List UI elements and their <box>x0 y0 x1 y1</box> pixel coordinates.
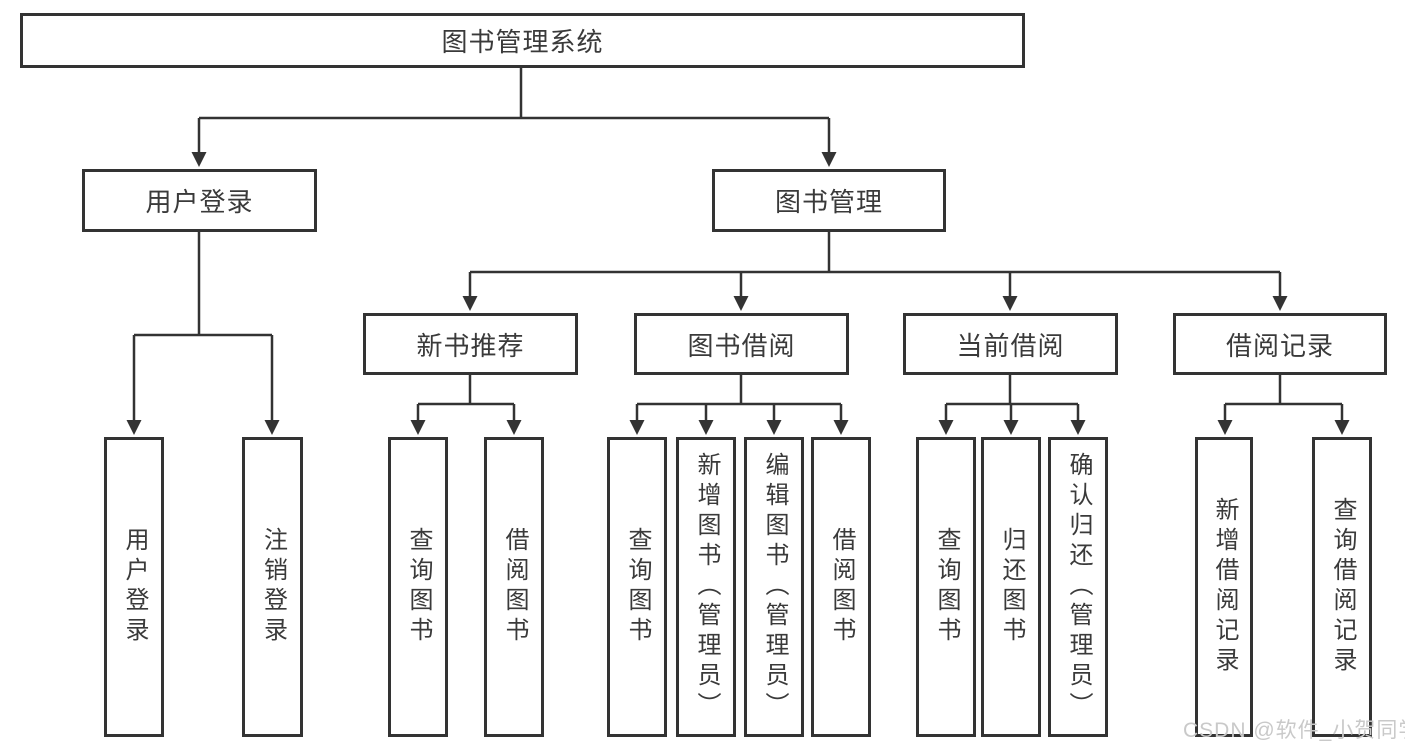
node-borrow-books: 图书借阅 <box>634 313 849 375</box>
leaf-new-books-borrow-label: 借阅图书 <box>501 527 528 647</box>
node-root-label: 图书管理系统 <box>441 27 604 57</box>
leaf-borrow-records-query-label: 查询借阅记录 <box>1329 497 1356 677</box>
leaf-user-login-label: 用户登录 <box>121 527 148 647</box>
node-book-mgmt: 图书管理 <box>712 169 946 232</box>
leaf-user-login: 用户登录 <box>104 437 164 737</box>
leaf-borrow-books-borrow: 借阅图书 <box>811 437 871 737</box>
node-new-books-label: 新书推荐 <box>416 330 525 361</box>
connector-group <box>126 67 1350 435</box>
leaf-new-books-query: 查询图书 <box>388 437 448 737</box>
node-user-login: 用户登录 <box>82 169 317 232</box>
leaf-borrow-books-edit: 编辑图书（管理员） <box>744 437 804 737</box>
node-current-borrow-label: 当前借阅 <box>956 330 1065 361</box>
node-borrow-books-label: 图书借阅 <box>687 330 796 361</box>
leaf-borrow-books-query-label: 查询图书 <box>624 527 651 647</box>
leaf-borrow-books-query: 查询图书 <box>607 437 667 737</box>
csdn-watermark: CSDN @软件_小贺同学 <box>1183 719 1405 742</box>
leaf-borrow-books-borrow-label: 借阅图书 <box>828 527 855 647</box>
leaf-borrow-books-add: 新增图书（管理员） <box>676 437 736 737</box>
leaf-borrow-records-add: 新增借阅记录 <box>1195 437 1253 737</box>
leaf-logout: 注销登录 <box>242 437 303 737</box>
leaf-current-borrow-return: 归还图书 <box>981 437 1041 737</box>
leaf-borrow-books-edit-label: 编辑图书（管理员） <box>761 452 788 722</box>
node-book-mgmt-label: 图书管理 <box>774 187 883 217</box>
node-current-borrow: 当前借阅 <box>903 313 1118 375</box>
leaf-logout-label: 注销登录 <box>259 527 287 647</box>
node-new-books: 新书推荐 <box>363 313 578 375</box>
leaf-current-borrow-query: 查询图书 <box>916 437 976 737</box>
node-borrow-records: 借阅记录 <box>1173 313 1387 375</box>
leaf-new-books-borrow: 借阅图书 <box>484 437 544 737</box>
leaf-borrow-records-add-label: 新增借阅记录 <box>1211 497 1238 677</box>
node-root: 图书管理系统 <box>20 13 1025 68</box>
leaf-new-books-query-label: 查询图书 <box>405 527 432 647</box>
leaf-borrow-records-query: 查询借阅记录 <box>1312 437 1372 737</box>
node-user-login-label: 用户登录 <box>145 187 254 217</box>
leaf-borrow-books-add-label: 新增图书（管理员） <box>693 452 720 722</box>
leaf-current-borrow-confirm: 确认归还（管理员） <box>1048 437 1108 737</box>
leaf-current-borrow-confirm-label: 确认归还（管理员） <box>1065 452 1092 722</box>
leaf-current-borrow-query-label: 查询图书 <box>933 527 960 647</box>
leaf-current-borrow-return-label: 归还图书 <box>998 527 1025 647</box>
node-borrow-records-label: 借阅记录 <box>1225 330 1334 361</box>
